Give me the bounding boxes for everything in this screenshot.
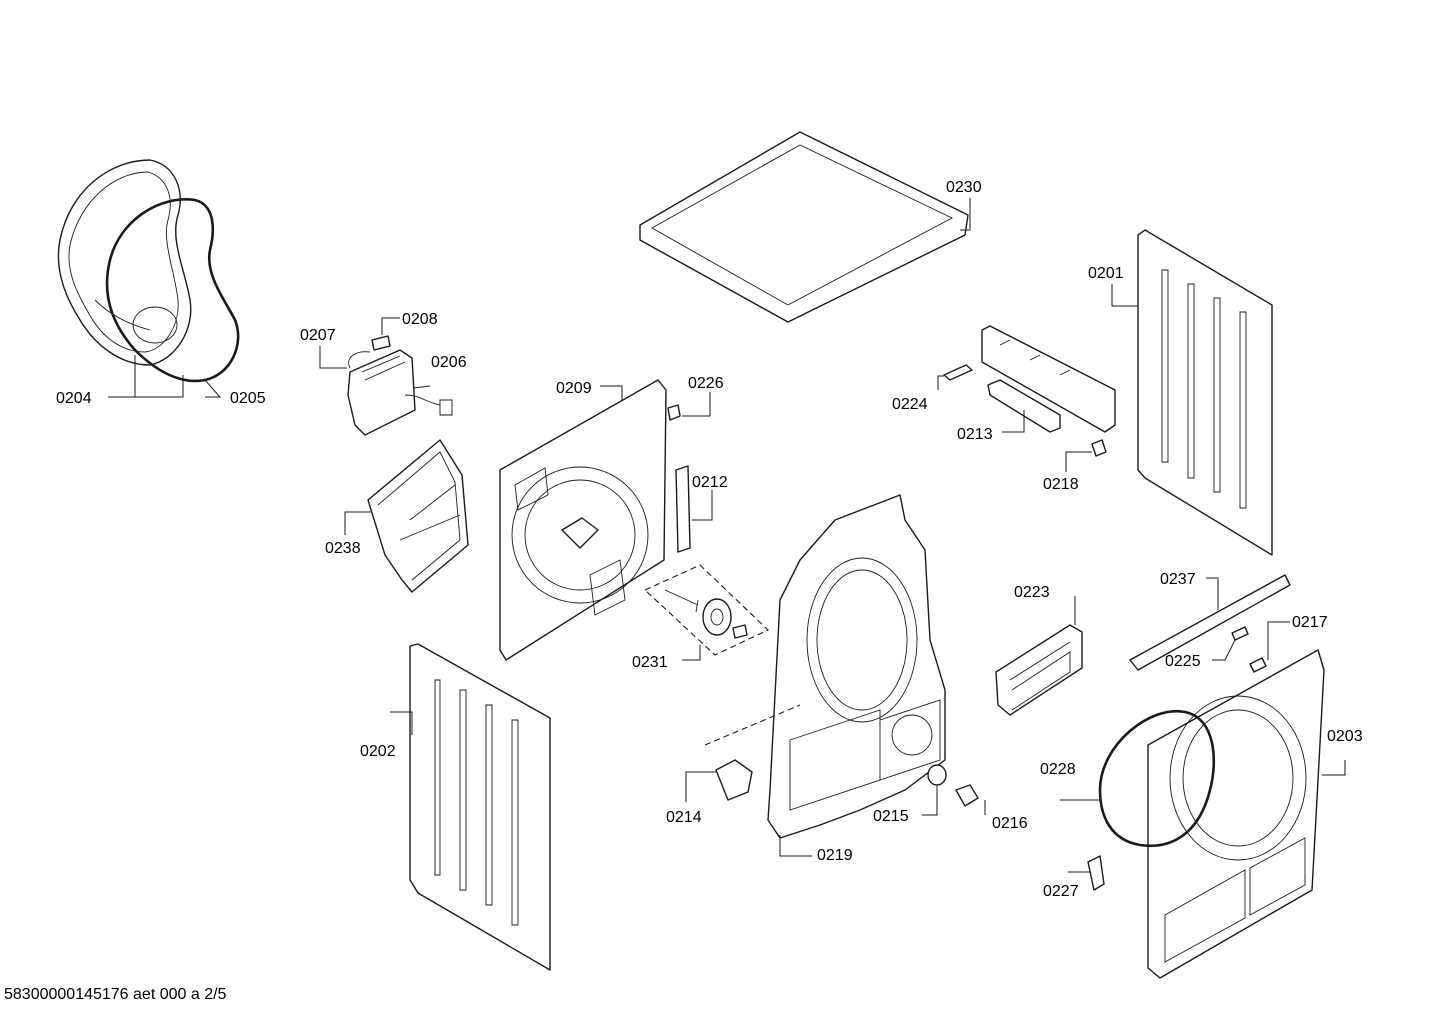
leader-0202 — [390, 711, 413, 735]
leader-0215 — [922, 786, 938, 816]
part-0206-control-module — [347, 349, 453, 436]
leader-0213 — [1002, 410, 1025, 433]
part-0208-clip — [371, 335, 391, 351]
leader-0217 — [1267, 621, 1290, 660]
label-0205: 0205 — [230, 390, 266, 407]
label-0202: 0202 — [360, 743, 396, 760]
label-0224: 0224 — [892, 396, 928, 413]
label-0227: 0227 — [1043, 883, 1079, 900]
part-0212-hinge-strip — [675, 465, 691, 553]
leader-0230 — [960, 198, 971, 231]
label-0238: 0238 — [325, 540, 361, 557]
label-0226: 0226 — [688, 375, 724, 392]
label-0219: 0219 — [817, 847, 853, 864]
leader-0219 — [779, 835, 812, 857]
leader-0225 — [1212, 639, 1236, 661]
assembly-line-0214 — [704, 704, 801, 746]
part-0225-clip — [1231, 626, 1249, 641]
label-0230: 0230 — [946, 179, 982, 196]
leader-0218 — [1065, 451, 1092, 472]
label-0215: 0215 — [873, 808, 909, 825]
label-0212: 0212 — [692, 474, 728, 491]
leader-0226 — [682, 392, 711, 417]
part-0214-sensor — [715, 759, 753, 801]
leader-0224 — [937, 375, 944, 390]
label-0214: 0214 — [666, 809, 702, 826]
leader-0209 — [600, 385, 623, 400]
label-0208: 0208 — [402, 311, 438, 328]
leader-0201 — [1111, 284, 1138, 307]
part-0205-door-seal — [105, 198, 240, 383]
label-0223: 0223 — [1014, 584, 1050, 601]
part-0230-top-cover — [639, 131, 969, 323]
part-0219-front-frame — [767, 494, 946, 839]
label-0228: 0228 — [1040, 761, 1076, 778]
part-0238-air-duct — [367, 439, 469, 593]
part-0216-plug — [955, 784, 979, 807]
leader-0214 — [685, 771, 716, 802]
label-0204: 0204 — [56, 390, 92, 407]
leader-0231 — [682, 645, 701, 661]
part-0231-fan-assembly — [644, 564, 769, 656]
label-0206: 0206 — [431, 354, 467, 371]
part-0213-control-bracket — [981, 325, 1116, 433]
part-0218-clip — [1091, 439, 1107, 457]
part-0215-knob — [927, 764, 947, 786]
part-0202-side-panel — [409, 643, 551, 971]
label-0225: 0225 — [1165, 653, 1201, 670]
leader-0208 — [381, 317, 400, 335]
part-0209-rear-wall — [499, 379, 667, 661]
leader-0206 — [413, 385, 431, 389]
part-0228-seal-ring — [1098, 709, 1216, 848]
label-0216: 0216 — [992, 815, 1028, 832]
leader-0207 — [319, 346, 347, 369]
part-0203-front-panel — [1147, 649, 1325, 979]
leader-0205 — [135, 375, 222, 398]
label-0231: 0231 — [632, 654, 668, 671]
part-0226-clip — [667, 404, 681, 421]
label-0218: 0218 — [1043, 476, 1079, 493]
leader-0204 — [108, 355, 136, 398]
part-0207-sensor-cable — [348, 351, 371, 369]
leader-0238 — [344, 511, 372, 535]
label-0217: 0217 — [1292, 614, 1328, 631]
part-0224-clip — [943, 364, 973, 381]
label-0203: 0203 — [1327, 728, 1363, 745]
part-0237-support-strip — [1129, 574, 1291, 671]
label-0213: 0213 — [957, 426, 993, 443]
label-0207: 0207 — [300, 327, 336, 344]
leader-0203 — [1322, 760, 1346, 776]
label-0201: 0201 — [1088, 265, 1124, 282]
label-0209: 0209 — [556, 380, 592, 397]
part-0227-catch — [1087, 855, 1105, 891]
part-0223-fluff-filter — [995, 624, 1083, 716]
leader-0237 — [1206, 577, 1219, 610]
part-0201-side-panel — [1137, 229, 1273, 556]
label-0237: 0237 — [1160, 571, 1196, 588]
leader-0212 — [692, 490, 713, 521]
part-0204-door-liner — [57, 159, 192, 366]
drawing-number: 58300000145176 aet 000 a 2/5 — [4, 986, 227, 1003]
part-0217-hook — [1249, 657, 1267, 673]
part-labels: 0201 0202 0203 0204 0205 0206 0207 0208 … — [56, 179, 1363, 900]
